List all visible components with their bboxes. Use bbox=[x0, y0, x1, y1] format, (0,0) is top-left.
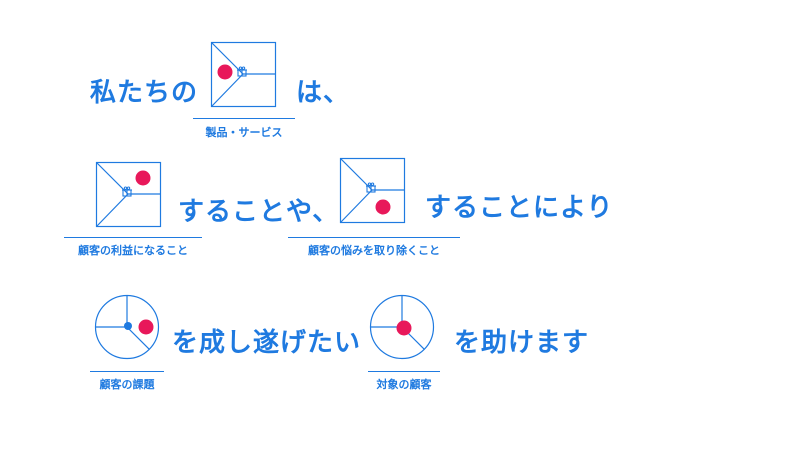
text-suru-koto-ya: することや、 bbox=[178, 197, 340, 227]
text-wo-nashitogetai: を成し遂げたい bbox=[172, 328, 362, 358]
customer-profile-segment-icon bbox=[369, 294, 435, 360]
customer-profile-jobs-icon bbox=[94, 294, 160, 360]
text-our: 私たちの bbox=[90, 78, 199, 108]
underline-jobs bbox=[90, 371, 164, 372]
caption-gains: 顧客の利益になること bbox=[78, 244, 188, 257]
caption-customer: 対象の顧客 bbox=[376, 378, 432, 391]
text-ha: は、 bbox=[296, 78, 351, 108]
underline-product bbox=[193, 118, 295, 119]
value-map-product-icon bbox=[210, 41, 277, 108]
caption-product: 製品・サービス bbox=[205, 126, 283, 139]
underline-customer bbox=[368, 371, 440, 372]
text-wo-tasukemasu: を助けます bbox=[454, 328, 590, 358]
value-map-pains-icon bbox=[339, 157, 406, 224]
caption-jobs: 顧客の課題 bbox=[99, 378, 155, 391]
caption-pains: 顧客の悩みを取り除くこと bbox=[308, 244, 440, 257]
underline-gains bbox=[64, 237, 202, 238]
value-map-gains-icon bbox=[95, 161, 162, 228]
underline-pains bbox=[288, 237, 460, 238]
text-suru-koto-niyori: することにより bbox=[425, 193, 614, 223]
